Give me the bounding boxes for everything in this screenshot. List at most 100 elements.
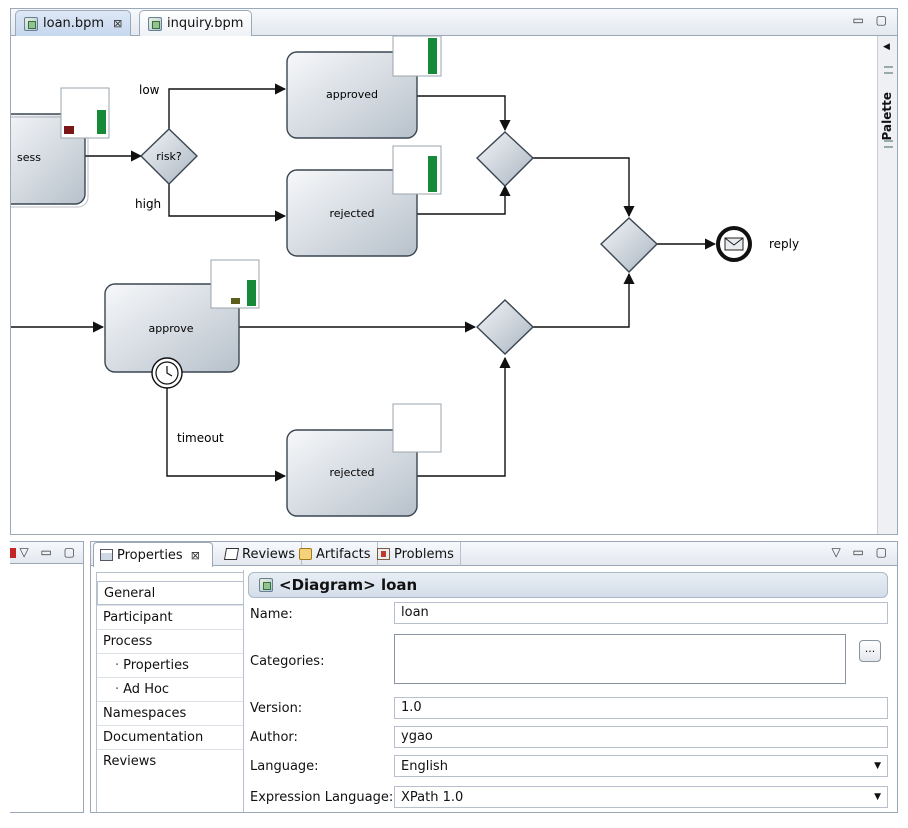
end-event-reply[interactable] xyxy=(716,226,752,262)
nav-general[interactable]: General xyxy=(97,581,244,605)
flow-high xyxy=(168,184,287,222)
gateway-merge-top[interactable] xyxy=(475,131,535,187)
diagram-editor: loan.bpm ⊠ inquiry.bpm ▭ ▢ xyxy=(10,8,898,535)
gateway-merge-bottom[interactable] xyxy=(475,299,535,355)
grip-icon xyxy=(884,140,893,142)
close-icon[interactable]: ⊠ xyxy=(190,548,200,562)
gateway-risk[interactable]: risk? xyxy=(140,128,198,185)
outline-icon xyxy=(10,548,16,558)
gateway-merge-final[interactable] xyxy=(599,217,659,273)
nav-documentation[interactable]: Documentation xyxy=(97,725,244,749)
pencil-icon xyxy=(223,548,240,560)
task-approve[interactable]: approve xyxy=(104,259,260,389)
process-canvas[interactable]: sess risk? low high approved rejected xyxy=(11,36,877,535)
outline-tab-bar: ▽ ▭ ▢ xyxy=(10,542,83,564)
nav-ad-hoc[interactable]: Ad Hoc xyxy=(97,677,244,701)
flow-approved-merge xyxy=(417,95,511,132)
task-assess[interactable]: sess xyxy=(11,87,110,208)
version-label: Version: xyxy=(250,701,303,716)
end-event-label: reply xyxy=(769,237,799,251)
version-field[interactable]: 1.0 xyxy=(394,697,888,719)
edge-label-high: high xyxy=(135,197,161,211)
language-select[interactable]: English ▼ xyxy=(394,755,888,777)
grip-icon xyxy=(884,66,893,68)
task-approved[interactable]: approved xyxy=(286,36,442,139)
flow-merge-final xyxy=(533,157,635,218)
categories-field[interactable] xyxy=(394,634,846,684)
nav-participant[interactable]: Participant xyxy=(97,605,244,629)
tab-properties[interactable]: Properties ⊠ xyxy=(93,542,213,567)
nav-namespaces[interactable]: Namespaces xyxy=(97,701,244,725)
indicator-olive xyxy=(231,298,240,304)
tab-loan-bpm[interactable]: loan.bpm ⊠ xyxy=(15,10,132,36)
nav-reviews[interactable]: Reviews xyxy=(97,749,244,773)
tab-label: Artifacts xyxy=(316,546,371,562)
flow-low xyxy=(168,83,287,129)
task-label: sess xyxy=(17,151,41,164)
name-field[interactable]: loan xyxy=(394,602,888,624)
author-field[interactable]: ygao xyxy=(394,726,888,748)
categories-browse-button[interactable]: ... xyxy=(859,640,881,662)
tab-label: Reviews xyxy=(242,546,296,562)
expression-language-select[interactable]: XPath 1.0 ▼ xyxy=(394,786,888,808)
task-label: approved xyxy=(326,88,378,101)
author-label: Author: xyxy=(250,730,298,745)
task-rejected-top[interactable]: rejected xyxy=(286,145,442,257)
outline-view: ▽ ▭ ▢ xyxy=(10,541,84,813)
envelope-icon xyxy=(724,237,744,251)
nav-process[interactable]: Process xyxy=(97,629,244,653)
view-controls[interactable]: ▽ ▭ ▢ xyxy=(831,545,891,559)
tab-reviews[interactable]: Reviews xyxy=(219,542,303,566)
properties-icon xyxy=(100,549,113,561)
view-controls[interactable]: ▽ ▭ ▢ xyxy=(19,545,79,559)
tab-inquiry-bpm[interactable]: inquiry.bpm xyxy=(139,10,253,36)
bpm-file-icon xyxy=(148,16,162,31)
edge-label-timeout: timeout xyxy=(177,431,224,445)
tab-problems[interactable]: Problems xyxy=(371,542,461,566)
indicator-card xyxy=(392,403,442,453)
palette-sidebar[interactable]: ◀ Palette xyxy=(877,36,897,534)
indicator-red xyxy=(64,126,74,134)
gateway-label: risk? xyxy=(156,150,182,163)
grip-icon xyxy=(884,72,893,74)
tab-label: Properties xyxy=(117,547,183,563)
expression-language-label: Expression Language: xyxy=(250,790,394,805)
properties-content: <Diagram> loan Name: loan Categories: ..… xyxy=(243,570,891,812)
chevron-down-icon[interactable]: ▼ xyxy=(874,792,881,802)
flow-rejected-merge xyxy=(417,184,511,215)
categories-label: Categories: xyxy=(250,654,325,669)
nav-process-properties[interactable]: Properties xyxy=(97,653,244,677)
task-rejected-bottom[interactable]: rejected xyxy=(286,403,442,517)
language-value: English xyxy=(401,758,448,774)
properties-tab-bar: Properties ⊠ Reviews Artifacts Problems … xyxy=(91,542,897,567)
tab-label: loan.bpm xyxy=(43,16,105,31)
properties-nav: General Participant Process Properties A… xyxy=(96,572,244,812)
folder-icon xyxy=(299,548,312,560)
indicator-green xyxy=(428,156,437,192)
palette-label[interactable]: Palette xyxy=(880,92,894,141)
editor-tab-bar: loan.bpm ⊠ inquiry.bpm ▭ ▢ xyxy=(11,9,897,36)
indicator-green xyxy=(428,38,437,74)
sequence-flows xyxy=(11,83,717,482)
chevron-down-icon[interactable]: ▼ xyxy=(874,761,881,771)
flow-rejected2-merge xyxy=(417,356,511,477)
close-icon[interactable]: ⊠ xyxy=(113,17,123,30)
properties-title-text: <Diagram> loan xyxy=(279,576,418,594)
tab-artifacts[interactable]: Artifacts xyxy=(293,542,378,566)
task-label: approve xyxy=(149,322,194,335)
problems-icon xyxy=(377,548,390,560)
expression-language-value: XPath 1.0 xyxy=(401,789,464,805)
window-controls[interactable]: ▭ ▢ xyxy=(852,13,891,27)
tab-label: inquiry.bpm xyxy=(167,16,244,31)
indicator-green xyxy=(247,280,256,306)
indicator-green xyxy=(97,110,106,134)
palette-collapse-icon[interactable]: ◀ xyxy=(883,42,890,52)
name-label: Name: xyxy=(250,607,293,622)
task-label: rejected xyxy=(330,207,375,220)
timer-icon[interactable] xyxy=(151,357,183,389)
tab-label: Problems xyxy=(394,546,454,562)
bpm-file-icon xyxy=(24,16,38,31)
flow-timeout xyxy=(166,388,287,482)
diagram-icon xyxy=(259,578,273,592)
grip-icon xyxy=(884,146,893,148)
